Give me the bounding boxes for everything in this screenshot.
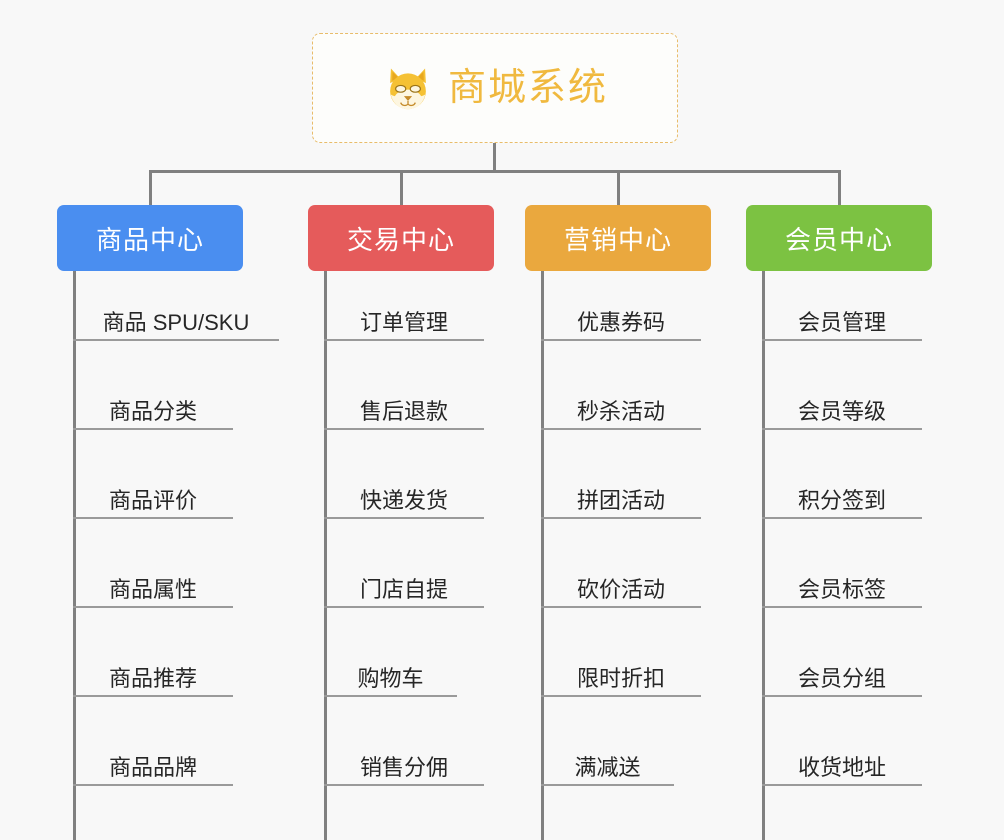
leaf-item[interactable]: 商品评价 [73, 475, 233, 519]
leaf-label: 积分签到 [797, 487, 886, 513]
leaf-item[interactable]: 门店自提 [324, 564, 484, 608]
branch-header-label: 商品中心 [95, 224, 204, 255]
leaf-label: 销售分佣 [359, 754, 448, 780]
leaf-item[interactable]: 会员管理 [762, 297, 922, 341]
leaf-item[interactable]: 会员等级 [762, 386, 922, 430]
leaf-label: 商品分类 [108, 398, 197, 424]
leaf-label: 会员等级 [797, 398, 886, 424]
branch-spine-member [762, 271, 765, 840]
leaf-item[interactable]: 满减送 [541, 742, 674, 786]
leaf-label: 购物车 [357, 665, 424, 691]
branch-spine-trade [324, 271, 327, 840]
leaf-label: 满减送 [574, 754, 641, 780]
branch-header-label: 交易中心 [346, 224, 455, 255]
leaf-item[interactable]: 限时折扣 [541, 653, 701, 697]
leaf-label: 限时折扣 [576, 665, 665, 691]
leaf-item[interactable]: 会员标签 [762, 564, 922, 608]
leaf-label: 商品推荐 [108, 665, 197, 691]
leaf-item[interactable]: 销售分佣 [324, 742, 484, 786]
branch-header-marketing[interactable]: 营销中心 [525, 205, 711, 271]
branch-header-member[interactable]: 会员中心 [746, 205, 932, 271]
leaf-item[interactable]: 商品推荐 [73, 653, 233, 697]
leaf-item[interactable]: 收货地址 [762, 742, 922, 786]
branch-spine-product [73, 271, 76, 840]
root-node[interactable]: 商城系统 [312, 33, 678, 143]
connector-drop-2 [400, 170, 403, 207]
leaf-item[interactable]: 积分签到 [762, 475, 922, 519]
leaf-label: 快递发货 [359, 487, 448, 513]
leaf-item[interactable]: 秒杀活动 [541, 386, 701, 430]
leaf-label: 商品品牌 [108, 754, 197, 780]
connector-drop-1 [149, 170, 152, 207]
leaf-label: 商品评价 [108, 487, 197, 513]
connector-drop-3 [617, 170, 620, 207]
leaf-item[interactable]: 拼团活动 [541, 475, 701, 519]
leaf-item[interactable]: 商品属性 [73, 564, 233, 608]
leaf-label: 收货地址 [797, 754, 886, 780]
leaf-label: 售后退款 [359, 398, 448, 424]
leaf-label: 商品属性 [108, 576, 197, 602]
leaf-item[interactable]: 快递发货 [324, 475, 484, 519]
branch-header-label: 营销中心 [563, 224, 672, 255]
leaf-label: 会员标签 [797, 576, 886, 602]
leaf-label: 会员管理 [797, 309, 886, 335]
leaf-label: 优惠券码 [576, 309, 665, 335]
connector-horizontal-bus [149, 170, 840, 173]
leaf-label: 秒杀活动 [576, 398, 665, 424]
leaf-item[interactable]: 砍价活动 [541, 564, 701, 608]
leaf-item[interactable]: 订单管理 [324, 297, 484, 341]
leaf-item[interactable]: 优惠券码 [541, 297, 701, 341]
leaf-item[interactable]: 商品 SPU/SKU [73, 297, 279, 341]
leaf-item[interactable]: 购物车 [324, 653, 457, 697]
leaf-label: 拼团活动 [576, 487, 665, 513]
branch-header-product[interactable]: 商品中心 [57, 205, 243, 271]
leaf-label: 商品 SPU/SKU [102, 309, 250, 335]
leaf-item[interactable]: 会员分组 [762, 653, 922, 697]
root-title: 商城系统 [447, 67, 608, 109]
leaf-item[interactable]: 商品品牌 [73, 742, 233, 786]
leaf-label: 会员分组 [797, 665, 886, 691]
shiba-dog-icon [382, 62, 434, 114]
connector-root-stub [493, 143, 496, 172]
leaf-label: 订单管理 [359, 309, 448, 335]
leaf-label: 门店自提 [359, 576, 448, 602]
leaf-item[interactable]: 商品分类 [73, 386, 233, 430]
connector-drop-4 [838, 170, 841, 207]
branch-spine-marketing [541, 271, 544, 840]
branch-header-trade[interactable]: 交易中心 [308, 205, 494, 271]
leaf-item[interactable]: 售后退款 [324, 386, 484, 430]
leaf-label: 砍价活动 [576, 576, 665, 602]
branch-header-label: 会员中心 [784, 224, 893, 255]
